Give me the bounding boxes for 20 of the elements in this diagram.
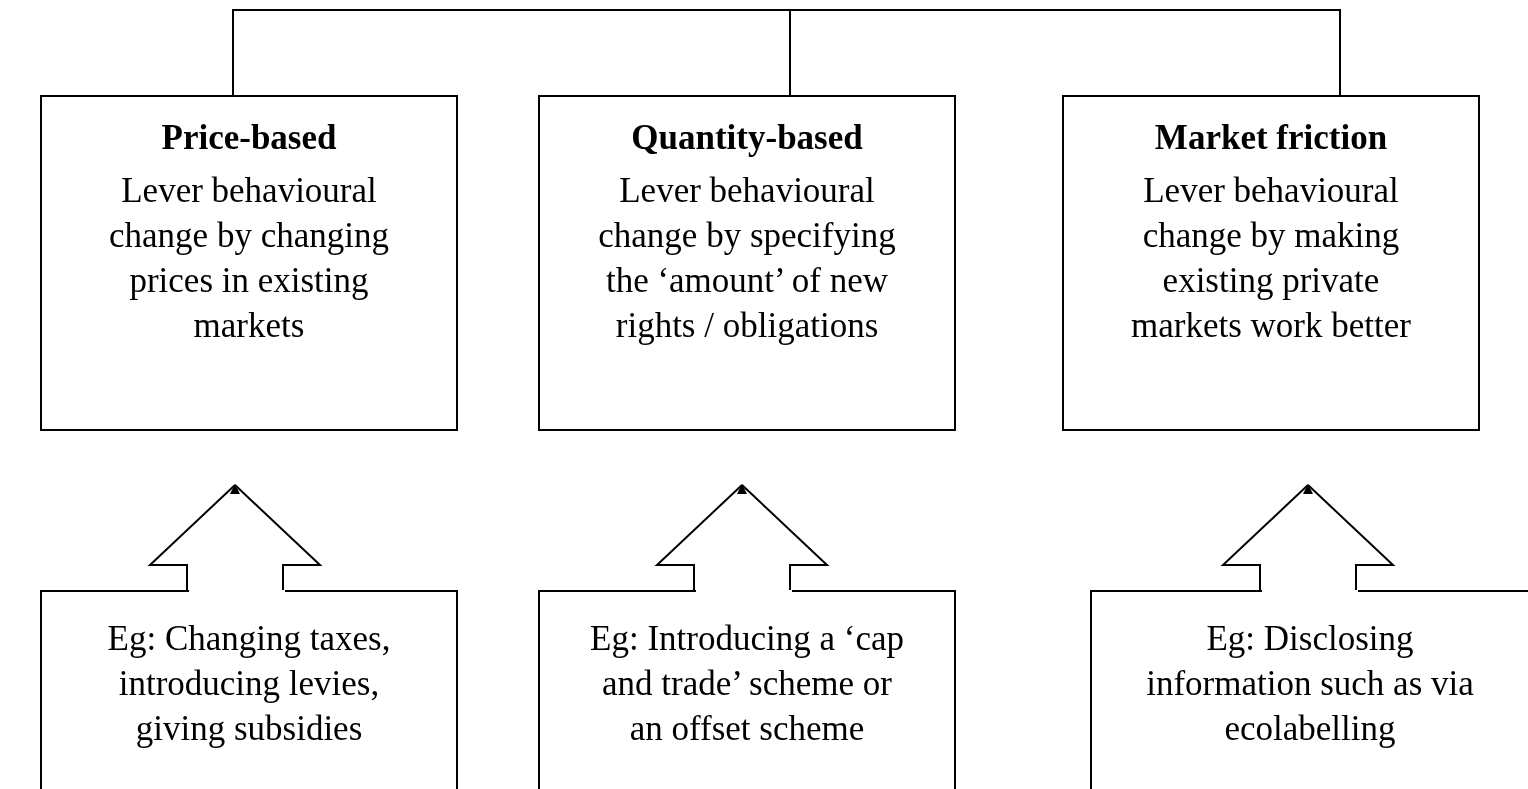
category-heading: Quantity-based — [631, 117, 863, 159]
example-text: Eg: Changing taxes, introducing levies, giving subsidies — [106, 618, 392, 750]
connector-line — [789, 9, 1341, 96]
category-description: Lever behavioural change by specifying the ‘amount’ of new rights / obligations — [597, 170, 897, 347]
category-description: Lever behavioural change by changing prices in existing markets — [108, 170, 390, 347]
category-heading: Price-based — [161, 117, 337, 159]
example-box — [1090, 590, 1528, 789]
category-heading: Market friction — [1154, 117, 1388, 159]
example-text: Eg: Introducing a ‘cap and trade’ scheme or an offset scheme — [589, 618, 905, 750]
category-box — [40, 95, 458, 431]
example-text: Eg: Disclosing information such as via ecolabelling — [1145, 618, 1475, 750]
connector-line — [232, 9, 791, 96]
block-arrow — [147, 484, 323, 591]
block-arrow — [654, 484, 830, 591]
example-box — [538, 590, 956, 789]
category-box — [538, 95, 956, 431]
category-box — [1062, 95, 1480, 431]
example-box — [40, 590, 458, 789]
category-description: Lever behavioural change by making existing private markets work better — [1130, 170, 1412, 347]
block-arrow — [1220, 484, 1396, 591]
